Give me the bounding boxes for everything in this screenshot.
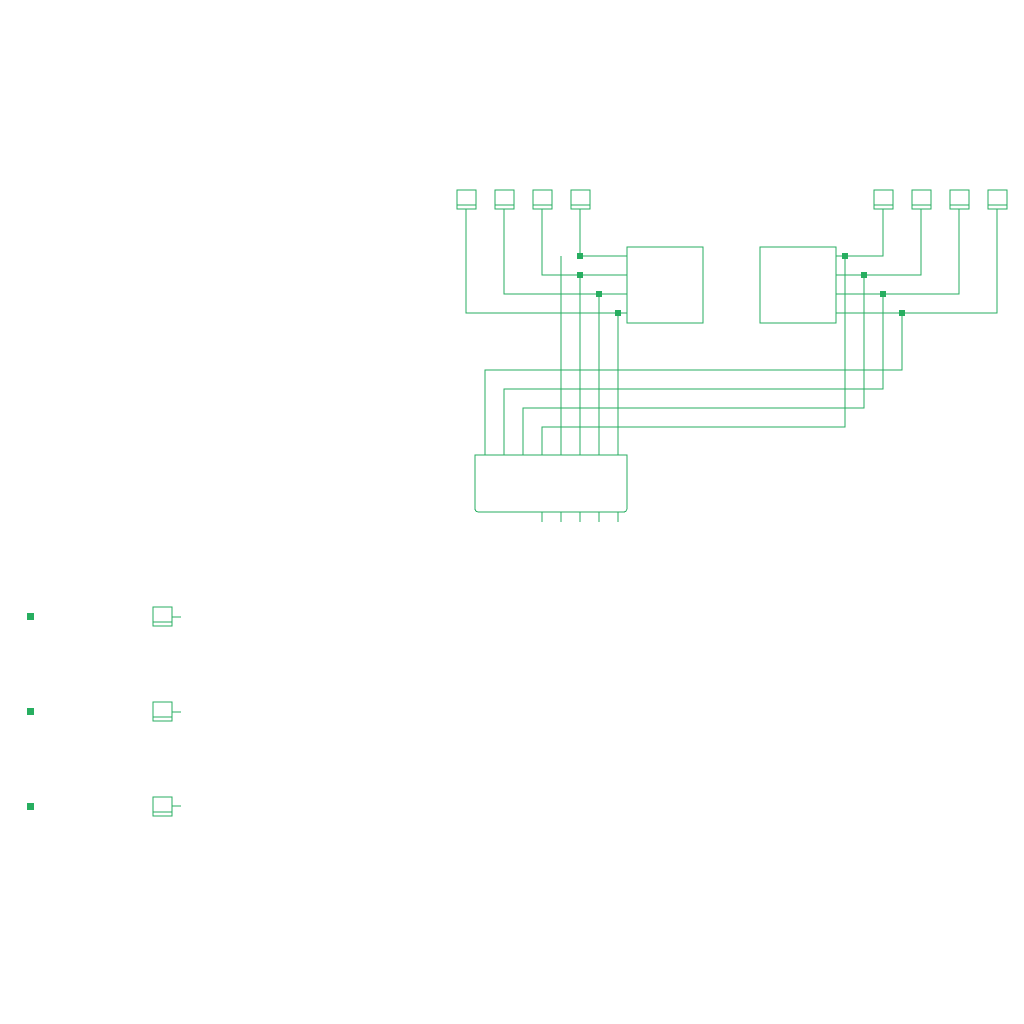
output-terminals [873,189,1008,210]
terminal-icon [456,189,477,210]
terminal-icon [152,606,181,627]
junction-icon [27,613,34,620]
junctions [577,253,905,316]
left-bus-wires [560,256,619,455]
terminal-icon [152,796,181,817]
bus-block [474,454,628,513]
right-bus-wires [484,256,903,455]
junction-icon [577,272,583,278]
terminal-icon [570,189,591,210]
input-terminals [456,189,591,210]
bus-output-leads [541,512,619,522]
junction-icon [899,310,905,316]
terminal-icon [949,189,970,210]
block-right [759,246,837,324]
output-wires [836,209,998,314]
legend-row [27,701,181,722]
junction-icon [842,253,848,259]
junction-icon [577,253,583,259]
terminal-icon [152,701,181,722]
terminal-icon [911,189,932,210]
junction-icon [861,272,867,278]
input-wires [465,209,627,314]
terminal-icon [494,189,515,210]
legend-row [27,606,181,627]
terminal-icon [873,189,894,210]
junction-icon [880,291,886,297]
legend [27,606,181,817]
junction-icon [27,803,34,810]
block-left [626,246,704,324]
legend-row [27,796,181,817]
terminal-icon [532,189,553,210]
junction-icon [596,291,602,297]
junction-icon [615,310,621,316]
terminal-icon [987,189,1008,210]
junction-icon [27,708,34,715]
